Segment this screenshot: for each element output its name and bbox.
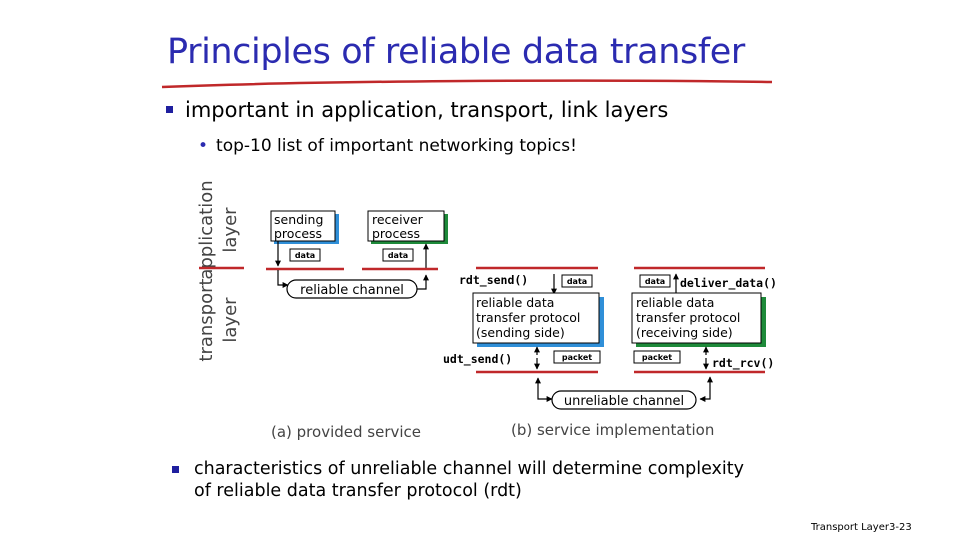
- data-label-a2: data: [388, 251, 408, 260]
- bullet-sub: • top-10 list of important networking top…: [198, 136, 577, 156]
- data-label-a1: data: [295, 251, 315, 260]
- recv-protocol-label-3: (receiving side): [636, 325, 733, 340]
- bullet-bottom: characteristics of unreliable channel wi…: [172, 458, 754, 502]
- transport-label: transport: [196, 278, 217, 361]
- slide-footer: Transport Layer3-23: [811, 522, 912, 533]
- bullet-main-text: important in application, transport, lin…: [185, 98, 669, 122]
- udt-send-label: udt_send(): [443, 352, 512, 367]
- application-layer-label: layer: [220, 207, 241, 253]
- diagram-b: rdt_send() data data deliver_data() reli…: [443, 266, 777, 439]
- receiver-process-box: [367, 210, 445, 242]
- unreliable-channel-label: unreliable channel: [564, 394, 684, 409]
- receiver-process-label-2: process: [372, 226, 420, 241]
- square-bullet-icon: [172, 466, 179, 473]
- bullet-sub-text: top-10 list of important networking topi…: [216, 136, 577, 156]
- send-protocol-label-2: transfer protocol: [476, 310, 580, 325]
- dot-bullet-icon: •: [198, 136, 209, 156]
- reliable-channel-label: reliable channel: [300, 283, 404, 298]
- caption-b: (b) service implementation: [511, 421, 714, 439]
- bullet-main: important in application, transport, lin…: [166, 98, 668, 122]
- send-protocol-label-1: reliable data: [476, 295, 554, 310]
- sending-process-label-1: sending: [274, 212, 323, 227]
- caption-a: (a) provided service: [271, 423, 421, 441]
- slide-title: Principles of reliable data transfer: [167, 32, 745, 72]
- unreliable-channel: [551, 390, 697, 410]
- title-underline: [161, 79, 773, 89]
- recv-protocol-label-2: transfer protocol: [636, 310, 740, 325]
- sending-process-box: [270, 210, 336, 242]
- footer-label: Transport Layer: [811, 522, 889, 533]
- packet-label-b1: packet: [562, 353, 592, 362]
- application-label: application: [196, 180, 217, 279]
- send-protocol-box: [472, 292, 600, 344]
- sending-process-label-2: process: [274, 226, 322, 241]
- send-protocol-label-3: (sending side): [476, 325, 565, 340]
- rdt-send-label: rdt_send(): [459, 273, 528, 288]
- square-bullet-icon: [166, 105, 173, 113]
- recv-protocol-label-1: reliable data: [636, 295, 714, 310]
- receiver-process-label-1: receiver: [372, 212, 424, 227]
- bullet-bottom-text: characteristics of unreliable channel wi…: [194, 459, 744, 501]
- deliver-data-label: deliver_data(): [680, 276, 777, 291]
- footer-page: 3-23: [888, 522, 912, 533]
- packet-label-b2: packet: [642, 353, 672, 362]
- diagram-a: sending process receiver process data da…: [266, 210, 448, 441]
- rdt-rcv-label: rdt_rcv(): [712, 356, 774, 371]
- data-label-b2: data: [645, 277, 665, 286]
- transport-layer-label: layer: [220, 297, 241, 343]
- recv-protocol-box: [631, 292, 762, 344]
- data-label-b1: data: [567, 277, 587, 286]
